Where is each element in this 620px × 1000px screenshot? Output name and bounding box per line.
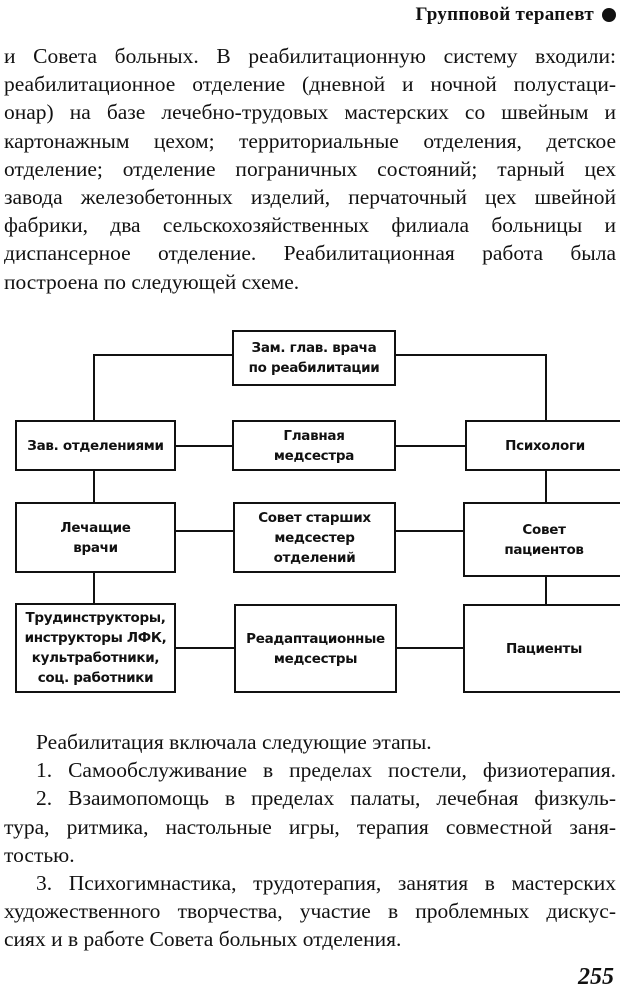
connector-line	[174, 530, 234, 532]
running-header: Групповой терапевт	[416, 4, 616, 26]
connector-line	[545, 575, 547, 604]
text-line: отделение; отделение пограничных состоян…	[4, 156, 616, 181]
text-line: реабилитационное отделение (дневной и но…	[4, 72, 616, 97]
connector-line	[93, 571, 95, 604]
rehabilitation-org-chart: Зам. глав. врача по реабилитации Зав. от…	[0, 320, 620, 710]
connector-line	[174, 445, 234, 447]
box-attending-physicians: Лечащие врачи	[15, 502, 176, 573]
text-line: и Совета больных. В реабилитационную сис…	[4, 44, 616, 68]
running-title: Групповой терапевт	[415, 4, 594, 25]
text-line: завода железобетонных изделий, перчаточн…	[4, 185, 616, 210]
stages-section: Реабилитация включала следующие этапы. 1…	[4, 728, 616, 954]
text-line: онар) на базе лечебно-трудовых мастерски…	[4, 100, 616, 125]
connector-line	[545, 469, 547, 503]
connector-line	[93, 354, 233, 356]
stages-intro: Реабилитация включала следующие этапы.	[36, 730, 432, 754]
text-line: тостью.	[4, 842, 75, 867]
text-line: сиях и в работе Совета больных отделения…	[4, 927, 402, 952]
intro-paragraph: и Совета больных. В реабилитационную сис…	[4, 42, 616, 296]
box-senior-nurses-council: Совет старших медсестер отделений	[233, 502, 396, 573]
stage-item: 2. Взаимопомощь в пределах палаты, лечеб…	[36, 786, 616, 811]
text-line: диспансерное отделение. Реабилитационная…	[4, 241, 616, 266]
box-patients: Пациенты	[463, 604, 620, 693]
stage-item: 1. Самообслуживание в пределах постели, …	[36, 758, 616, 783]
text-line: построена по следующей схеме.	[4, 269, 300, 294]
box-deputy-chief-rehab: Зам. глав. врача по реабилитации	[232, 330, 396, 386]
box-psychologists: Психологи	[465, 420, 620, 471]
connector-line	[395, 647, 464, 649]
stage-item: 3. Психогимнастика, трудотерапия, заняти…	[36, 871, 616, 896]
box-patients-council: Совет пациентов	[463, 502, 620, 577]
box-readaptation-nurses: Реадаптационные медсестры	[234, 604, 397, 693]
connector-line	[174, 647, 235, 649]
connector-line	[394, 354, 546, 356]
connector-line	[545, 354, 547, 421]
text-line: фабрики, два сельскохозяйственных филиал…	[4, 213, 616, 238]
connector-line	[93, 469, 95, 503]
connector-line	[394, 530, 464, 532]
bullet-icon	[602, 8, 616, 22]
connector-line	[394, 445, 466, 447]
page-number: 255	[578, 964, 614, 990]
box-instructors-social-workers: Трудинструкторы, инструкторы ЛФК, культр…	[15, 603, 176, 693]
text-line: тура, ритмика, настольные игры, терапия …	[4, 814, 616, 839]
box-heads-of-departments: Зав. отделениями	[15, 420, 176, 471]
text-line: картонажным цехом; территориальные отдел…	[4, 128, 616, 153]
box-head-nurse: Главная медсестра	[232, 420, 396, 471]
text-line: художественного творчества, участие в пр…	[4, 899, 616, 924]
connector-line	[93, 354, 95, 421]
